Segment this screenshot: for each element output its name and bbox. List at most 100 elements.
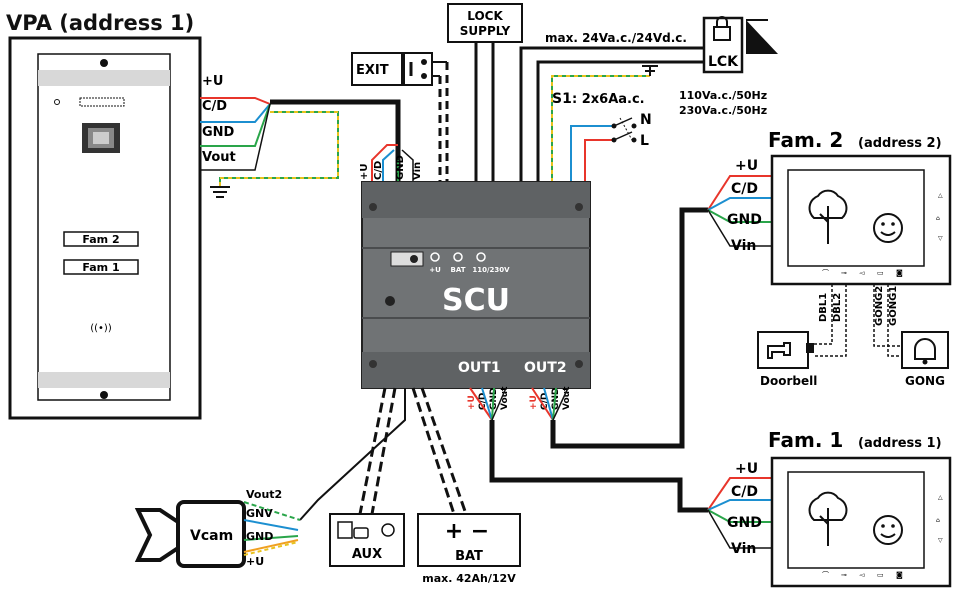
fam2-terminal: GND <box>727 212 762 228</box>
name-label-fam1 <box>63 259 139 275</box>
doorbell-box <box>757 331 809 369</box>
out2-terminal: +U <box>529 395 539 410</box>
gong-label: GONG <box>905 374 945 388</box>
vpa-terminal-label: Vout <box>202 150 236 165</box>
scu-title: SCU <box>442 283 510 318</box>
monitor-button-icon: △ <box>938 192 943 199</box>
vcam-terminal: GNV <box>246 507 273 520</box>
scu-input-terminal: Vin <box>412 162 423 180</box>
neutral-label: N <box>640 112 652 128</box>
vcam-body <box>176 500 246 568</box>
screw-icon <box>575 360 583 368</box>
monitor-key-icon: ⌒ <box>822 571 829 579</box>
scu-input-terminal: +U <box>359 164 370 181</box>
monitor-button-icon: ⌂ <box>936 517 940 524</box>
scu-led-label: BAT <box>451 266 466 274</box>
screw-icon <box>100 391 108 399</box>
monitor-button-icon: ▽ <box>938 235 943 242</box>
monitor-button-icon: △ <box>938 494 943 501</box>
vpa-title: VPA (address 1) <box>6 11 194 35</box>
aux-label: AUX <box>352 547 382 562</box>
scu-led-label: +U <box>429 266 441 274</box>
monitor-key-icon: ⊸ <box>841 571 847 579</box>
fam2-terminal: C/D <box>731 181 758 197</box>
car-icon <box>353 527 369 539</box>
battery-block: + − BAT max. 42Ah/12V <box>417 513 521 585</box>
bell-icon <box>914 338 936 360</box>
fam2-wire-label: DBL2 <box>832 293 843 322</box>
led-icon <box>476 252 486 262</box>
name-label-fam2 <box>63 231 139 247</box>
out2-label: OUT2 <box>524 360 567 376</box>
s1-switch-icon <box>611 117 637 143</box>
monitor-key-icon: ⊸ <box>841 269 847 277</box>
fam2-terminal: +U <box>735 158 758 174</box>
lock-supply-line2: SUPPLY <box>460 24 511 38</box>
fam2-wire-label: GONG2 <box>874 286 885 326</box>
battery-label: BAT <box>455 549 483 564</box>
monitor-button-icon: ⌂ <box>936 215 940 222</box>
scu-block: +U C/D GND Vin +U BAT 110/230V SCU OUT1 … <box>359 144 591 389</box>
led-icon <box>453 252 463 262</box>
exit-switch-icon <box>403 52 433 86</box>
led-icon <box>430 252 440 262</box>
fam1-terminal: GND <box>727 515 762 531</box>
lamp-icon <box>381 523 395 537</box>
battery-minus: − <box>471 519 489 544</box>
scu-input-terminal: C/D <box>373 161 384 180</box>
out2-terminal: C/D <box>540 393 550 410</box>
smiley-icon <box>873 213 903 243</box>
scu-bottom-cables <box>299 387 468 521</box>
lock-supply-line1: LOCK <box>467 9 503 23</box>
tamper-icon <box>385 296 395 306</box>
fam2-screen <box>787 169 925 267</box>
smiley-icon <box>873 515 903 545</box>
fam2-monitor: Fam. 2 (address 2) +U C/D GND Vin △ ⌂ ▽ … <box>707 128 952 286</box>
fam1-terminal: C/D <box>731 484 758 500</box>
vcam-terminal: Vout2 <box>246 488 282 501</box>
mains-voltage-2: 230Va.c./50Hz <box>679 104 767 117</box>
out1-label: OUT1 <box>458 360 501 376</box>
fam1-title: Fam. 1 <box>768 428 843 452</box>
fam2-subtitle: (address 2) <box>858 136 942 151</box>
monitor-key-icon: ▭ <box>877 269 884 277</box>
mains-voltage-1: 110Va.c./50Hz <box>679 89 767 102</box>
scu-out-terminals: +U C/D GND Vout +U C/D GND Vout <box>467 207 708 513</box>
fam2-wire-label: GONG1 <box>888 286 899 326</box>
doorbell-hand-icon <box>767 342 791 359</box>
fam2-terminal: Vin <box>731 238 756 254</box>
monitor-key-icon: ◅ <box>859 269 865 277</box>
out2-terminal: Vout <box>562 386 572 410</box>
fam1-terminal: Vin <box>731 541 756 557</box>
fam2-title: Fam. 2 <box>768 128 843 152</box>
vcam-terminal: +U <box>246 555 264 568</box>
screw-icon <box>369 360 377 368</box>
fam1-terminal: +U <box>735 461 758 477</box>
line-label: L <box>640 133 649 149</box>
fam2-aux-wiring: DBL1 DBL2 GONG2 GONG1 Doorbell GONG <box>757 284 949 388</box>
out1-terminal: Vout <box>500 386 510 410</box>
tree-icon <box>808 189 848 244</box>
name-label-fam2-text: Fam 2 <box>82 233 119 246</box>
tree-icon <box>808 491 848 546</box>
fuse-icon <box>390 251 424 267</box>
fam2-wire-label: DBL1 <box>818 293 829 322</box>
fam1-monitor: Fam. 1 (address 1) +U C/D GND Vin △ ⌂ ▽ … <box>707 428 952 588</box>
battery-plus: + <box>445 519 463 544</box>
vpa-panel: VPA (address 1) Fam 2 Fam 1 ((•)) <box>6 11 202 420</box>
lock-max-label: max. 24Va.c./24Vd.c. <box>545 31 687 45</box>
padlock-icon <box>713 26 731 41</box>
monitor-key-icon: ▭ <box>877 571 884 579</box>
monitor-key-icon: ◅ <box>859 571 865 579</box>
screw-icon <box>100 59 108 67</box>
lock-label: LCK <box>708 54 739 70</box>
out1-terminal: C/D <box>478 393 488 410</box>
vpa-terminal-label: C/D <box>202 99 227 114</box>
gate-icon <box>337 521 353 539</box>
s1-label: S1 <box>552 91 572 107</box>
rfid-icon: ((•)) <box>90 323 112 334</box>
out2-terminal: GND <box>551 388 561 410</box>
screw-icon <box>575 203 583 211</box>
fam1-screen <box>787 471 925 569</box>
